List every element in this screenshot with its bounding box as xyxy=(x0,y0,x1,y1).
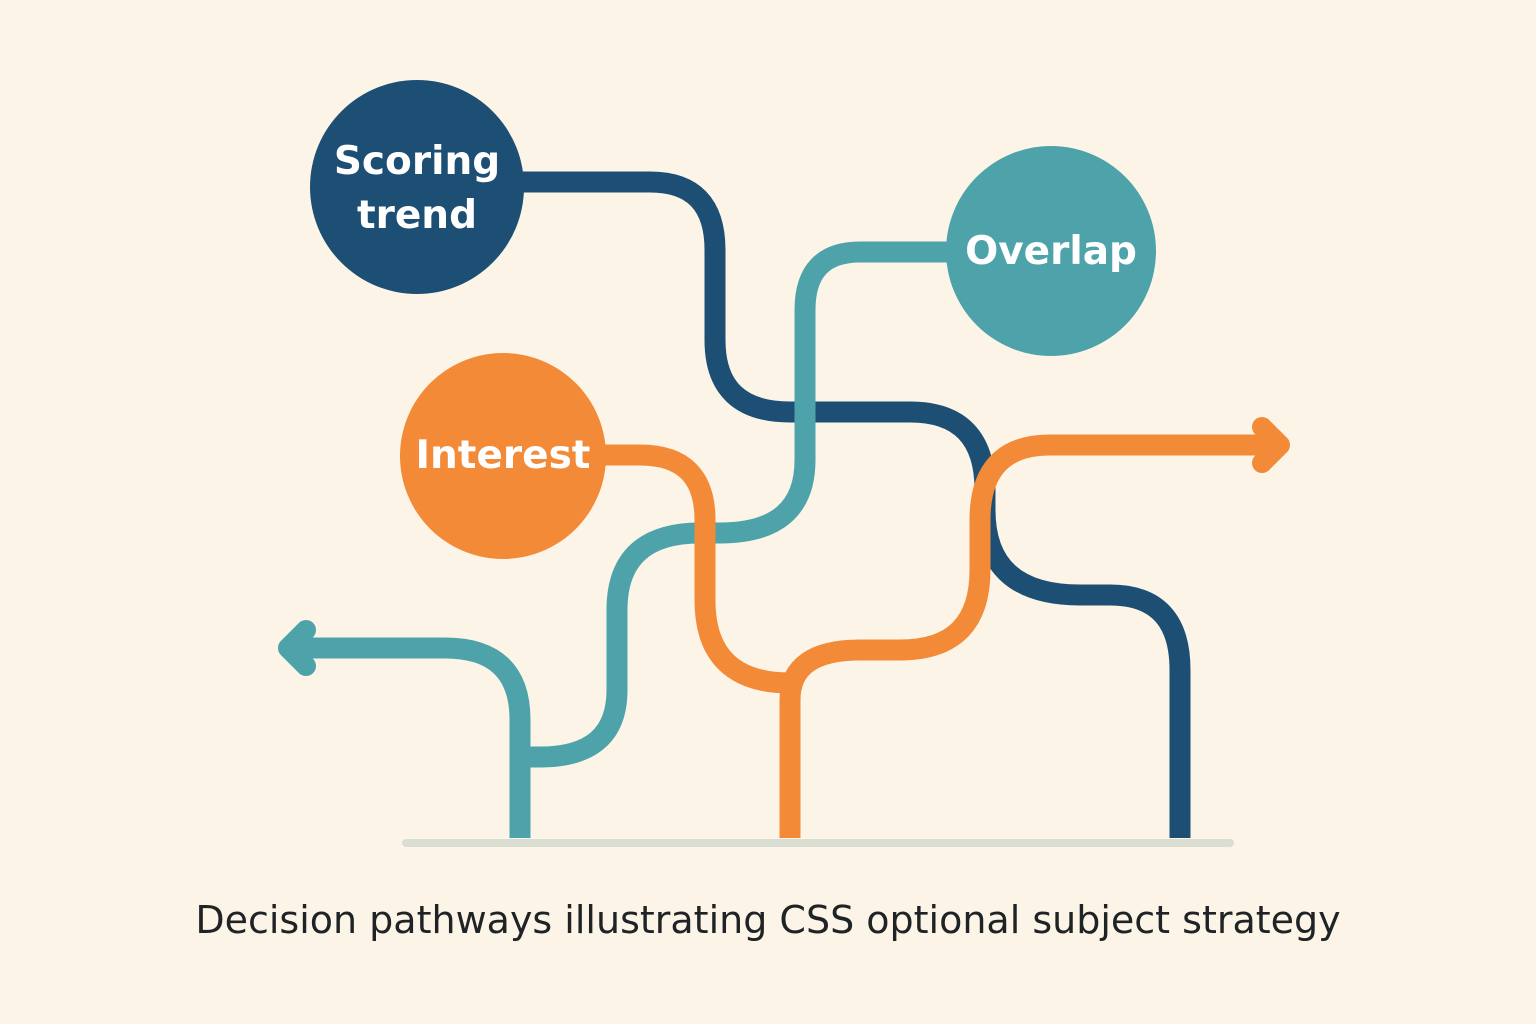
interest-pathway xyxy=(590,444,795,694)
node-interest-label: Interest xyxy=(416,433,591,478)
node-scoring-trend-line2: trend xyxy=(357,193,477,238)
diagram-caption: Decision pathways illustrating CSS optio… xyxy=(195,898,1341,942)
left-arrow-head-icon xyxy=(278,620,316,676)
node-scoring-trend: Scoring trend xyxy=(310,80,524,294)
right-exit-pathway xyxy=(779,434,1270,838)
node-interest: Interest xyxy=(400,353,606,559)
node-scoring-trend-line1: Scoring xyxy=(334,139,500,184)
left-exit-pathway xyxy=(300,637,531,838)
node-overlap: Overlap xyxy=(946,146,1156,356)
node-overlap-label: Overlap xyxy=(965,229,1137,274)
scoring-trend-pathway xyxy=(500,171,1191,838)
right-arrow-head-icon xyxy=(1252,417,1290,473)
